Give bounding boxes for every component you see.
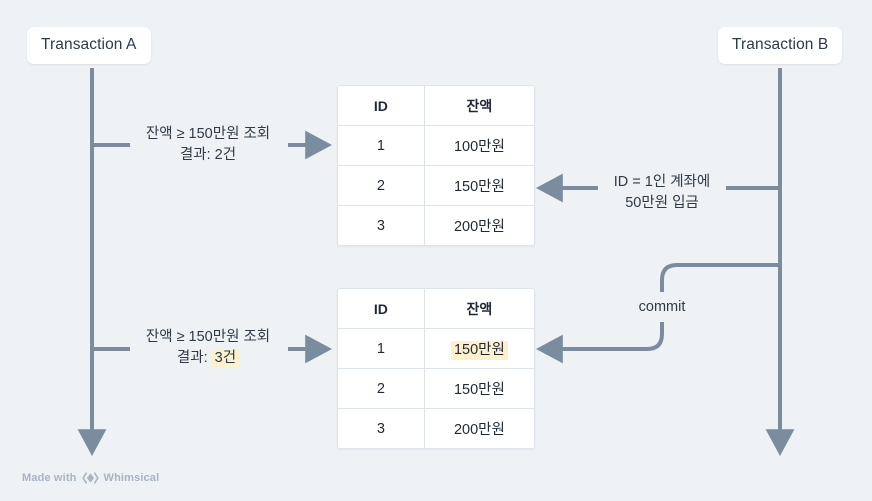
watermark-prefix-text: Made with bbox=[22, 472, 77, 484]
cell-balance: 200만원 bbox=[453, 422, 505, 438]
deposit-line-2: 50만원 입금 bbox=[625, 195, 699, 211]
message-label-query-1: 잔액 ≥ 150만원 조회 결과: 2건 bbox=[128, 124, 288, 166]
account-table-before: ID 잔액 1 100만원 2 150만원 3 200만원 bbox=[337, 85, 535, 246]
table-row: 1 100만원 bbox=[338, 125, 534, 166]
table-row: 2 150만원 bbox=[338, 368, 534, 409]
table-row: 2 150만원 bbox=[338, 165, 534, 206]
cell-balance: 100만원 bbox=[424, 125, 534, 166]
cell-balance: 150만원 bbox=[424, 165, 534, 206]
column-header-id: ID bbox=[338, 289, 425, 329]
column-header-balance: 잔액 bbox=[424, 289, 534, 329]
cell-id: 2 bbox=[338, 368, 425, 409]
whimsical-diamond-icon bbox=[81, 472, 99, 484]
table-row: 1 150만원 bbox=[338, 328, 534, 369]
table-row: 3 200만원 bbox=[338, 408, 534, 448]
cell-balance: 150만원 bbox=[424, 368, 534, 409]
cell-balance: 200만원 bbox=[453, 219, 505, 235]
cell-id: 1 bbox=[338, 328, 425, 369]
query-2-line-1: 잔액 ≥ 150만원 조회 bbox=[145, 329, 271, 345]
column-header-balance: 잔액 bbox=[424, 86, 534, 126]
cell-id: 2 bbox=[338, 165, 425, 206]
query-1-result-value: 2건 bbox=[214, 147, 237, 163]
cell-id: 3 bbox=[338, 408, 425, 448]
deposit-line-1: ID = 1인 계좌에 bbox=[613, 174, 711, 190]
query-1-result-prefix: 결과: bbox=[179, 147, 215, 163]
message-label-commit: commit bbox=[638, 299, 686, 315]
arrow-commit-lower bbox=[535, 322, 664, 364]
watermark-brand-text: Whimsical bbox=[103, 472, 160, 484]
cell-balance: 150만원 bbox=[424, 328, 534, 369]
table-row: 3 200만원 bbox=[338, 205, 534, 245]
message-label-deposit: ID = 1인 계좌에 50만원 입금 bbox=[600, 172, 724, 214]
query-2-result-prefix: 결과: bbox=[176, 350, 212, 366]
cell-id: 3 bbox=[338, 205, 425, 245]
query-1-line-1: 잔액 ≥ 150만원 조회 bbox=[145, 126, 271, 142]
whimsical-watermark[interactable]: Made with Whimsical bbox=[22, 472, 159, 484]
cell-id: 1 bbox=[338, 125, 425, 166]
query-1-line-2: 결과: 2건 bbox=[128, 145, 288, 166]
lifeline-label-transaction-b[interactable]: Transaction B bbox=[718, 27, 843, 64]
query-2-line-2: 결과: 3건 bbox=[128, 348, 288, 369]
table-header-row: ID 잔액 bbox=[338, 289, 534, 329]
message-label-query-2: 잔액 ≥ 150만원 조회 결과: 3건 bbox=[128, 327, 288, 369]
column-header-id: ID bbox=[338, 86, 425, 126]
arrow-commit-upper bbox=[660, 263, 780, 292]
highlighted-balance-value: 150만원 bbox=[450, 341, 508, 360]
query-2-result-value: 3건 bbox=[211, 349, 240, 368]
lifeline-label-transaction-a[interactable]: Transaction A bbox=[27, 27, 151, 64]
account-table-after: ID 잔액 1 150만원 2 150만원 3 200만원 bbox=[337, 288, 535, 449]
table-header-row: ID 잔액 bbox=[338, 86, 534, 126]
